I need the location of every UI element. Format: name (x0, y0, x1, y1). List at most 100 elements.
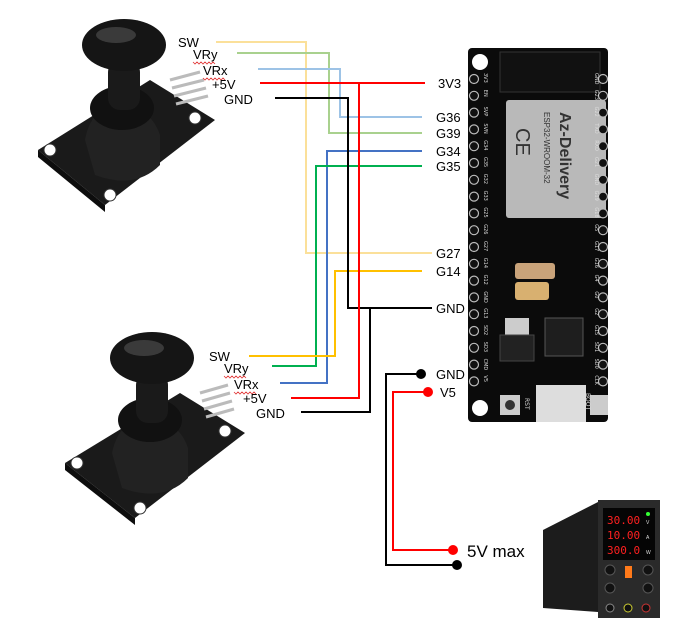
wire-sw-upper (216, 41, 432, 254)
wire-gnd-upper (275, 97, 432, 309)
header-pin (468, 359, 480, 370)
wire-psu-gnd (385, 373, 456, 566)
module-brand: Az-Delivery (556, 112, 573, 199)
header-pin (597, 90, 609, 101)
pin-label-gnd-psu: GND (436, 367, 465, 382)
header-pin-label: G17 (593, 241, 599, 251)
voltage-display: 30.00 (607, 514, 640, 527)
header-pin-label: RXD (593, 140, 599, 151)
header-pin (597, 73, 609, 85)
header-pin-label: G23 (593, 90, 599, 100)
wire-vrx-upper (258, 68, 422, 118)
current-unit: A (646, 535, 650, 541)
header-pin-label: GND (482, 291, 488, 303)
header-pin (468, 325, 480, 337)
lower-gnd-label: GND (256, 406, 285, 421)
header-pin-label: CLK (593, 375, 599, 385)
header-pin (597, 325, 609, 337)
upper-vrx-label: VRx (203, 63, 228, 78)
wires (216, 41, 462, 570)
header-pin-label: SD3 (482, 342, 488, 352)
header-pin-label: G18 (593, 207, 599, 217)
wire-gnd-lower (301, 308, 371, 413)
header-pin-label: G26 (482, 224, 488, 234)
header-pin (468, 124, 480, 135)
header-pin-label: G32 (482, 174, 488, 184)
header-pin-label: G14 (482, 258, 488, 268)
header-pin-label: G21 (593, 157, 599, 167)
psu-negative-dot (452, 560, 462, 570)
header-pin-label: G35 (482, 157, 488, 167)
header-pin-label: EN (482, 90, 488, 97)
left-pin-header: 3V3ENSVPSVNG34G35G32G33G25G26G27G14G12GN… (468, 73, 488, 387)
right-pin-header: GNDG23G22TXDRXDG21GNDG19G18G5G17G16G4G0G… (593, 73, 609, 387)
header-pin-label: G34 (482, 140, 488, 150)
ce-mark: CE (511, 128, 533, 156)
wire-g34 (280, 150, 422, 384)
joystick-module-lower (65, 332, 245, 525)
header-pin-label: G0 (593, 291, 599, 298)
lower-vry-label: VRy (224, 361, 249, 376)
header-pin (468, 208, 480, 219)
header-pin-label: G16 (593, 258, 599, 268)
header-pin-label: GND (593, 73, 599, 85)
bench-power-supply: 30.00 V 10.00 A 300.0 W (543, 500, 660, 618)
header-pin-label: G22 (593, 107, 599, 117)
header-pin (468, 225, 480, 236)
pin-label-g14: G14 (436, 264, 461, 279)
header-pin (597, 208, 609, 219)
header-pin (468, 107, 480, 118)
header-pin (597, 309, 609, 320)
pin-label-g27: G27 (436, 246, 461, 261)
header-pin (597, 225, 609, 236)
header-pin-label: G4 (593, 275, 599, 282)
header-pin (468, 241, 480, 253)
header-pin-label: 3V3 (482, 73, 488, 83)
header-pin (468, 258, 480, 269)
header-pin-label: SD1 (593, 342, 599, 352)
header-pin (468, 157, 480, 169)
wire-psu-v5 (392, 391, 453, 551)
header-pin (597, 376, 609, 387)
header-pin-label: G12 (482, 275, 488, 285)
header-pin (468, 73, 480, 85)
header-pin (597, 107, 609, 118)
header-pin (597, 292, 609, 303)
pin-label-g34: G34 (436, 144, 461, 159)
voltage-unit: V (646, 520, 650, 526)
upper-vry-label: VRy (193, 47, 218, 62)
header-pin-label: SD0 (593, 359, 599, 369)
pin-label-g36: G36 (436, 110, 461, 125)
upper-5v-label: +5V (212, 77, 236, 92)
header-pin (468, 376, 480, 387)
psu-positive-dot (448, 545, 458, 555)
joystick-module-upper (38, 19, 215, 212)
esp32-board: Az-Delivery ESP32-WROOM-32 CE RST BOOT 3… (468, 48, 609, 422)
esp32-wroom-module (506, 100, 606, 218)
wire-3v3-lower (291, 83, 360, 399)
pin-label-g35: G35 (436, 159, 461, 174)
upper-gnd-label: GND (224, 92, 253, 107)
header-pin-label: G19 (593, 191, 599, 201)
header-pin (468, 342, 480, 353)
header-pin (468, 309, 480, 320)
header-pin-label: V5 (482, 375, 488, 382)
header-pin-label: CMD (482, 359, 488, 371)
boot-label: BOOT (584, 393, 591, 410)
v5-terminal-dot (423, 387, 433, 397)
header-pin (597, 157, 609, 169)
header-pin-label: G15 (593, 325, 599, 335)
power-display: 300.0 (607, 544, 640, 557)
header-pin-label: G25 (482, 207, 488, 217)
header-pin (597, 124, 609, 135)
header-pin (468, 141, 480, 152)
header-pin (597, 191, 609, 202)
header-pin-label: SVP (482, 107, 488, 117)
header-pin (597, 141, 609, 152)
header-pin (468, 90, 480, 101)
header-pin (597, 275, 609, 286)
header-pin (597, 241, 609, 253)
pin-label-3v3: 3V3 (438, 76, 461, 91)
